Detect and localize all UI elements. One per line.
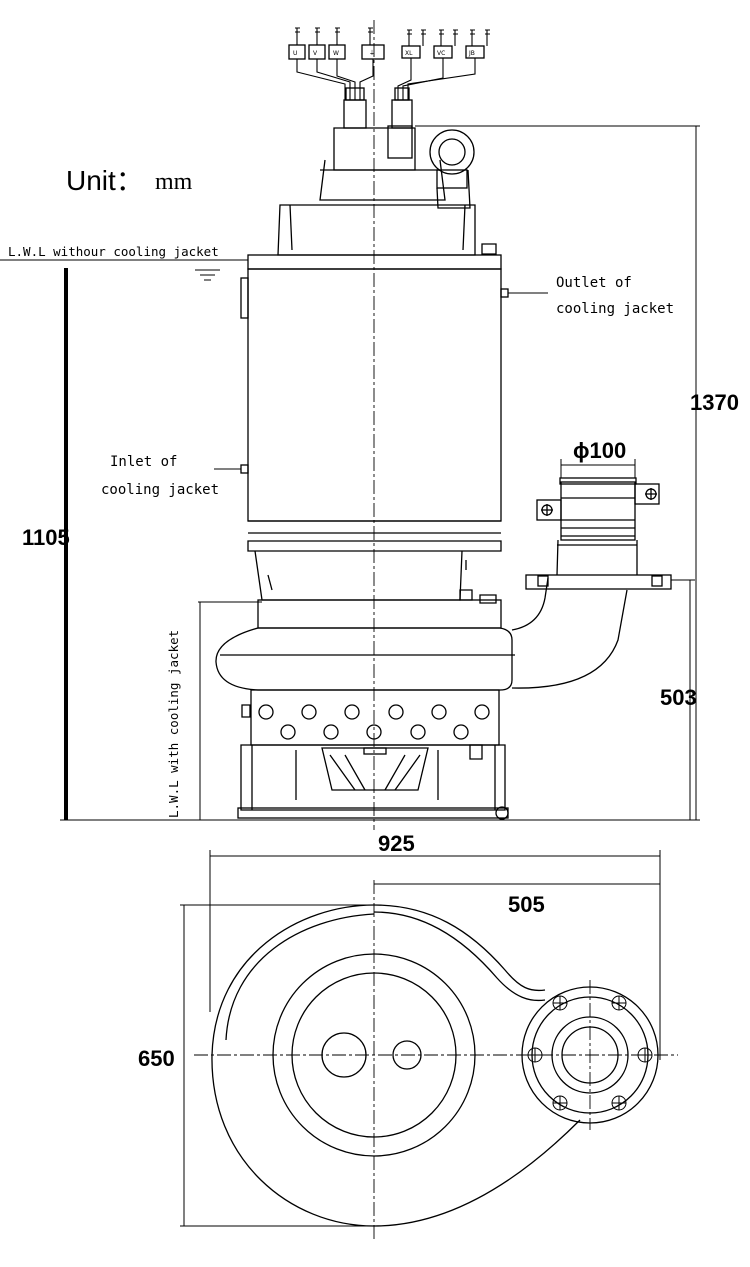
motor-head: [277, 204, 476, 256]
inlet-label-line1: Inlet of: [110, 454, 177, 470]
lwl-height-dimension: 1105: [22, 525, 70, 550]
total-height-dimension-line: [415, 125, 700, 820]
outlet-label-line1: Outlet of: [556, 275, 632, 291]
terminal-label-u: U: [293, 50, 297, 57]
terminal-label-vc: VC: [437, 50, 445, 57]
total-height-dimension: 1370: [690, 390, 739, 415]
discharge-flange: [525, 574, 672, 590]
agitator-holes: [258, 704, 490, 740]
terminal-label-w: W: [333, 50, 339, 57]
bolt-head: [481, 243, 497, 255]
outlet-label-line2: cooling jacket: [556, 301, 674, 317]
lwl-with-label: L.W.L with cooling jacket: [166, 630, 181, 818]
outlet-nozzle: [500, 288, 509, 298]
cable-terminals: U V W ⏚ XL VC JB: [288, 27, 490, 100]
terminal-label-xl: XL: [405, 50, 413, 57]
overall-length-dimension: 925: [378, 831, 415, 856]
agitator-housing: [250, 689, 500, 746]
volute-casing: [215, 627, 513, 691]
outlet-height-dimension-line: [671, 579, 695, 820]
inlet-nozzle: [240, 464, 249, 474]
discharge-pipe: [560, 481, 636, 541]
terminal-label-v: V: [313, 50, 318, 57]
unit-value: mm: [155, 169, 193, 195]
outlet-diameter-dimension: ϕ100: [573, 438, 626, 463]
outlet-offset-dimension: 505: [508, 892, 545, 917]
overall-length-dimension-line: [209, 850, 661, 1060]
motor-top-cap: [333, 127, 416, 171]
inlet-label-line2: cooling jacket: [101, 482, 219, 498]
cooling-jacket: [247, 268, 502, 522]
jacket-top-flange: [247, 254, 502, 270]
cable-gland-power: [343, 99, 367, 129]
volute-outline: [211, 904, 581, 1227]
strainer-stand: [240, 744, 506, 811]
discharge-elbow: [511, 477, 672, 689]
terminal-label-jb: JB: [468, 50, 475, 57]
lwl-without-label: L.W.L withour cooling jacket: [8, 244, 219, 259]
lifting-eye: [429, 129, 475, 209]
plan-view: 925 505 650: [138, 831, 678, 1240]
outlet-height-dimension: 503: [660, 685, 697, 710]
overall-width-dimension: 650: [138, 1046, 175, 1071]
terminal-label-ground: ⏚: [369, 50, 375, 57]
cable-gland-control: [391, 99, 413, 129]
side-elevation: U V W ⏚ XL VC JB: [0, 20, 739, 830]
unit-label: Unit：: [66, 165, 144, 196]
jacket-bottom-rings: [247, 520, 502, 552]
overall-width-dimension-line: [180, 904, 374, 1227]
